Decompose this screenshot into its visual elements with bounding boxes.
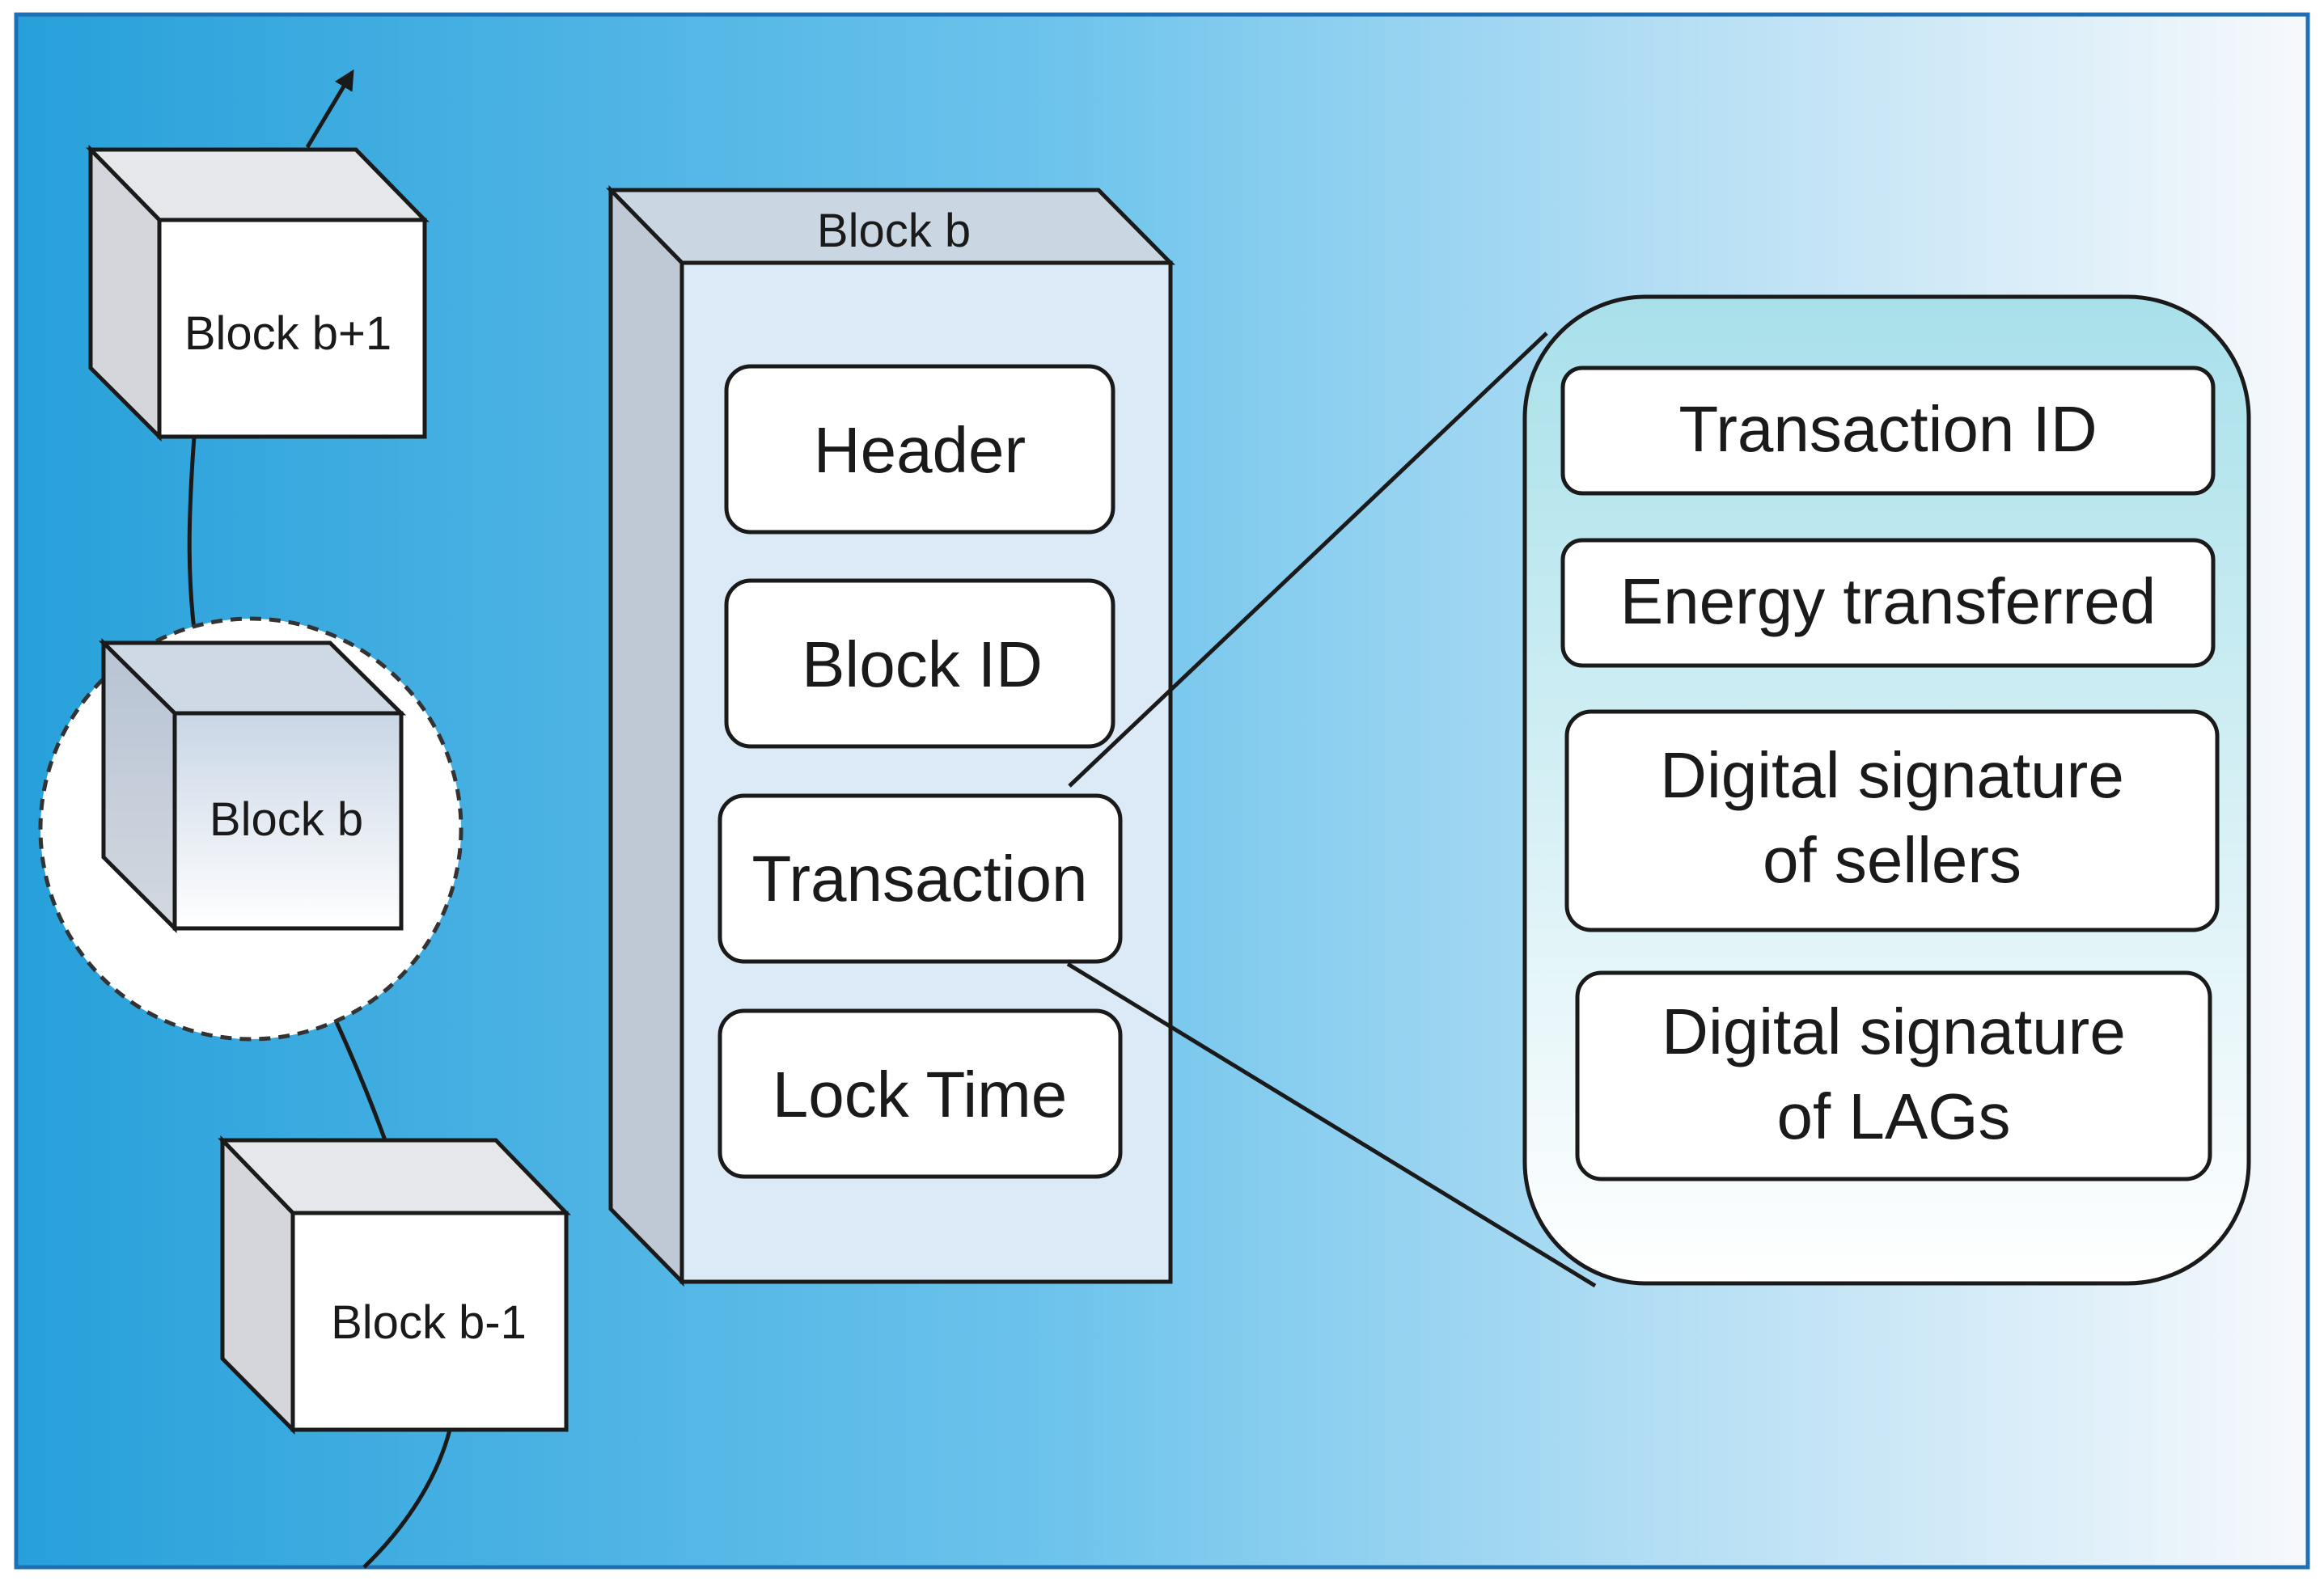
chain-link-upper [187, 436, 198, 644]
zoom-line-upper [1068, 332, 1548, 788]
field-header: Header [724, 364, 1115, 535]
item-signature-lags: Digital signature of LAGs [1575, 970, 2212, 1181]
cube-label-block-b: Block b [210, 793, 363, 846]
cube-block-b-plus-1: Block b+1 [86, 144, 430, 442]
item-signature-lags-line2: of LAGs [1776, 1080, 2010, 1152]
chain-link-bottom [362, 1429, 452, 1569]
field-lock-time: Lock Time [718, 1008, 1123, 1179]
field-lock-time-label: Lock Time [773, 1059, 1068, 1131]
field-transaction: Transaction [718, 793, 1123, 964]
cube-block-b-minus-1: Block b-1 [218, 1135, 571, 1435]
zoom-line-lower [1066, 962, 1597, 1288]
block-detail: Block b Header Block ID Transaction Lock… [606, 184, 1175, 1287]
item-signature-lags-line1: Digital signature [1662, 995, 2126, 1067]
item-transaction-id-label: Transaction ID [1678, 393, 2097, 465]
block-chain: Block b+1 Block b Block b-1 [38, 69, 571, 1569]
item-signature-sellers-line2: of sellers [1763, 824, 2021, 896]
transaction-detail-panel: Transaction ID Energy transferred Digita… [1522, 294, 2251, 1286]
chain-link-top-arrow [305, 69, 354, 149]
block-detail-side-face [608, 184, 684, 1287]
item-transaction-id: Transaction ID [1560, 366, 2216, 496]
block-detail-title: Block b [817, 205, 971, 257]
field-transaction-label: Transaction [752, 843, 1088, 915]
item-energy-transferred-label: Energy transferred [1620, 565, 2157, 637]
cube-label-block-b-minus-1: Block b-1 [331, 1296, 527, 1349]
field-block-id-label: Block ID [802, 628, 1043, 700]
item-energy-transferred: Energy transferred [1560, 538, 2216, 668]
cube-label-block-b-plus-1: Block b+1 [184, 307, 392, 360]
cube-block-b: Block b [98, 638, 407, 934]
field-header-label: Header [814, 414, 1026, 486]
item-signature-sellers-line1: Digital signature [1660, 739, 2124, 811]
item-signature-sellers: Digital signature of sellers [1564, 709, 2220, 932]
field-block-id: Block ID [724, 578, 1115, 749]
